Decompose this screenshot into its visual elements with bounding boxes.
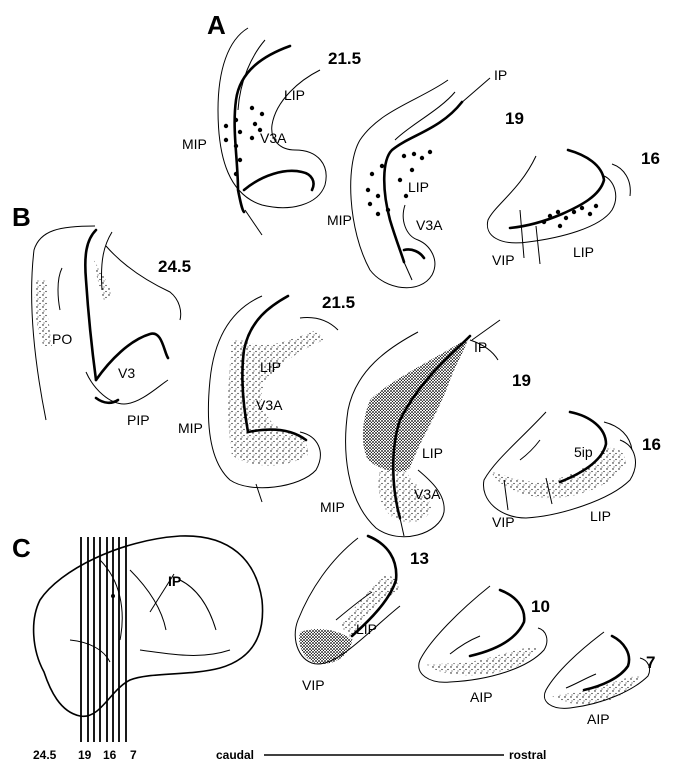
- area-label-v3a: V3A: [256, 397, 283, 413]
- area-label-v3a: V3A: [414, 486, 441, 502]
- section-b-24-5: 24.5 PO V3 PIP: [32, 226, 191, 428]
- area-label-lip: LIP: [284, 87, 305, 103]
- area-label-mip: MIP: [178, 420, 203, 436]
- area-label-aip: AIP: [587, 711, 610, 727]
- section-b-10: 10 AIP: [419, 586, 550, 705]
- axis-label-caudal: caudal: [216, 748, 254, 762]
- tick-label: 7: [130, 748, 137, 762]
- area-label-ip: IP: [168, 573, 181, 589]
- section-b-7: 7 AIP: [544, 632, 655, 727]
- area-label-vip: VIP: [492, 252, 515, 268]
- area-label-lip: LIP: [590, 508, 611, 524]
- area-label-v3: V3: [118, 365, 135, 381]
- axis-label-rostral: rostral: [509, 748, 546, 762]
- area-label-mip: MIP: [320, 499, 345, 515]
- panel-label-a: A: [207, 10, 226, 40]
- caudal-rostral-axis: caudal rostral: [216, 748, 546, 762]
- area-label-v3a: V3A: [260, 130, 287, 146]
- section-label: 16: [641, 149, 660, 168]
- section-label: 19: [512, 371, 531, 390]
- area-label-lip: LIP: [408, 179, 429, 195]
- area-label-mip: MIP: [327, 212, 352, 228]
- area-label-vip: VIP: [492, 514, 515, 530]
- tick-label: 16: [103, 748, 117, 762]
- area-label-mip: MIP: [182, 136, 207, 152]
- tick-label: 24.5: [33, 748, 57, 762]
- section-label: 16: [642, 435, 661, 454]
- cell-dots: [542, 204, 598, 228]
- tick-label: 19: [78, 748, 92, 762]
- section-b-19: IP 19 LIP MIP V3A: [320, 320, 531, 537]
- section-lines: [81, 537, 126, 742]
- area-label-5ip: 5ip: [574, 444, 593, 460]
- area-label-aip: AIP: [470, 689, 493, 705]
- section-b-13: 13 LIP VIP: [295, 536, 429, 693]
- section-label: 7: [646, 653, 655, 672]
- section-label: 21.5: [322, 293, 355, 312]
- area-label-lip: LIP: [260, 359, 281, 375]
- brain-lateral-view: IP 24.5 19 16 7: [33, 536, 263, 762]
- area-label-lip: LIP: [422, 445, 443, 461]
- section-label: 19: [505, 109, 524, 128]
- section-label: 10: [531, 597, 550, 616]
- area-label-v3a: V3A: [416, 217, 443, 233]
- section-label: 21.5: [328, 49, 361, 68]
- area-label-lip: LIP: [356, 621, 377, 637]
- section-b-16: 16 5ip LIP VIP: [483, 412, 660, 530]
- section-a-21-5: 21.5 LIP V3A MIP: [182, 28, 361, 235]
- area-label-ip: IP: [474, 339, 487, 355]
- area-label-vip: VIP: [302, 677, 325, 693]
- panel-label-c: C: [12, 533, 31, 563]
- panel-label-b: B: [12, 202, 31, 232]
- area-label-ip: IP: [494, 67, 507, 83]
- area-label-lip: LIP: [573, 244, 594, 260]
- section-label: 13: [410, 549, 429, 568]
- cell-dots: [224, 106, 264, 176]
- section-b-21-5: 21.5 LIP V3A MIP: [178, 293, 355, 502]
- section-a-16: 16 VIP LIP: [487, 149, 660, 268]
- area-label-po: PO: [52, 331, 72, 347]
- section-label: 24.5: [158, 257, 191, 276]
- area-label-pip: PIP: [127, 412, 150, 428]
